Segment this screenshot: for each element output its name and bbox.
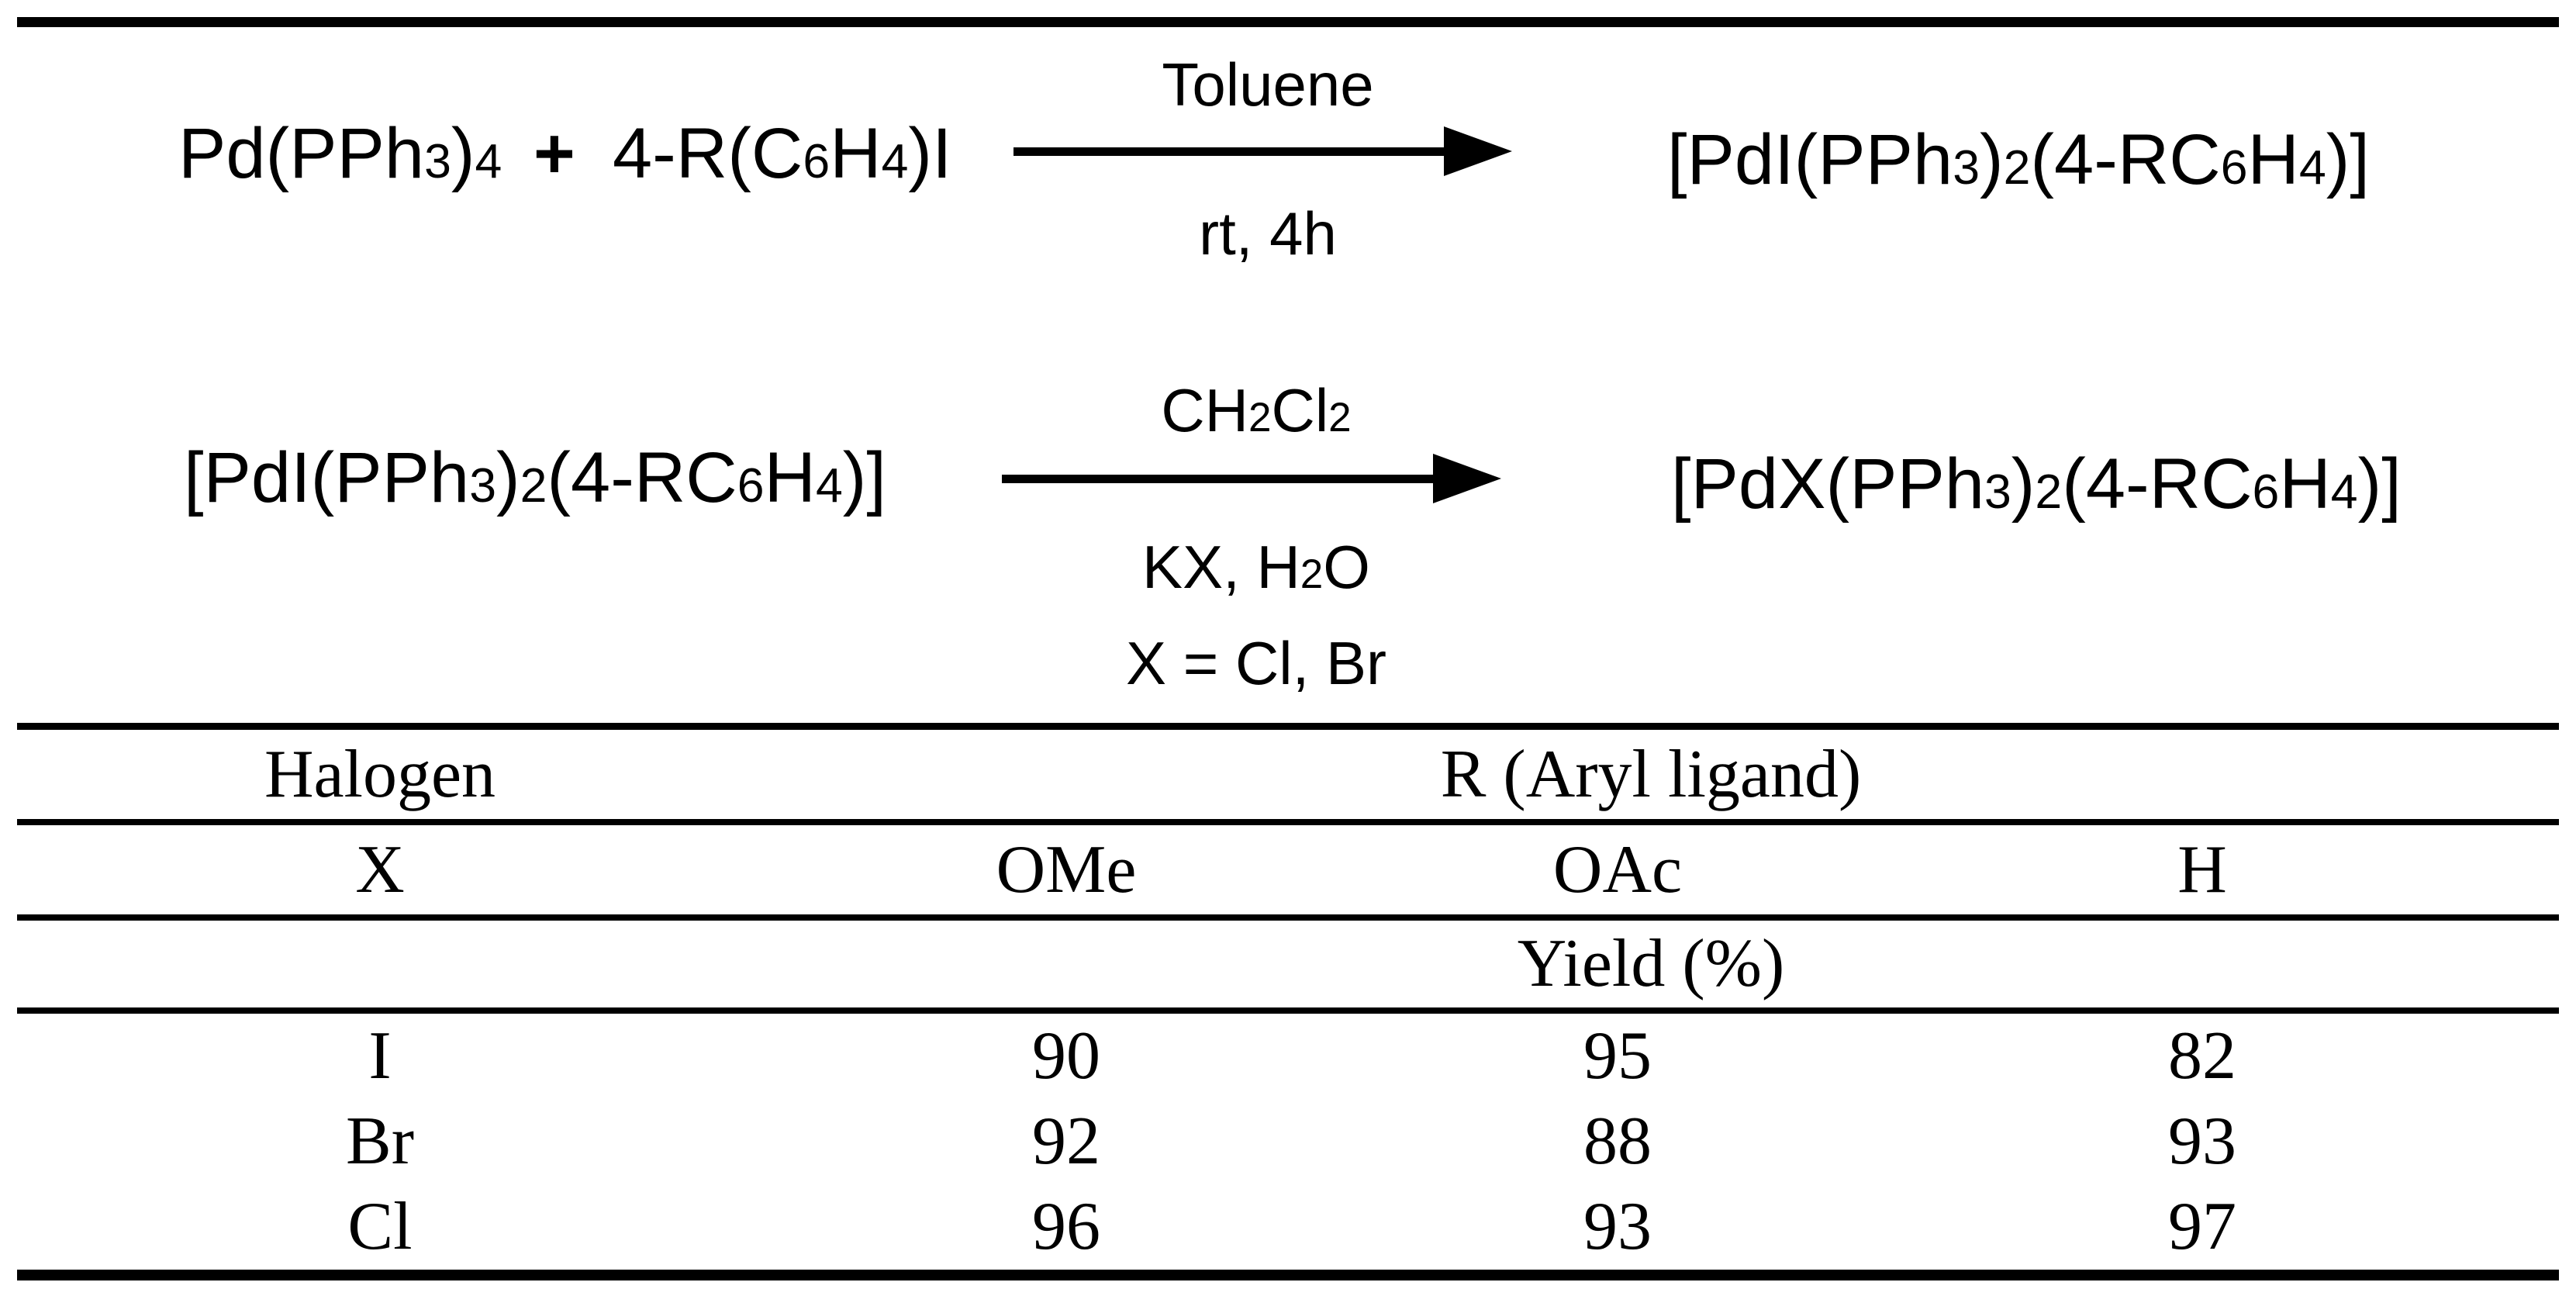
reaction2-solvent-label: CH2Cl2: [1161, 376, 1352, 444]
reaction1-reactant-aryl-iodide: 4-R(C6H4)I: [613, 114, 952, 193]
reaction2-reactant: [PdI(PPh3)2(4-RC6H4)]: [184, 438, 886, 517]
halogen-cell: I: [368, 1018, 392, 1094]
reaction1-reactant-pd-complex: Pd(PPh3)4: [178, 114, 502, 193]
table-row: I 90 95 82: [17, 1011, 2559, 1099]
yield-percent-label: Yield (%): [743, 918, 2559, 1014]
figure-top-rule: [17, 17, 2559, 27]
reaction1-conditions-label: rt, 4h: [1199, 199, 1337, 268]
table-header-row-substituents: X OMe OAc H: [17, 822, 2559, 921]
halogen-header: Halogen: [17, 726, 743, 825]
yield-cell: 82: [2168, 1018, 2236, 1094]
column-header-x: X: [17, 822, 743, 921]
yield-cell: 97: [2168, 1189, 2236, 1264]
yield-row-spacer: [17, 918, 743, 1014]
yield-label-row: Yield (%): [17, 918, 2559, 1014]
reaction2-arrow-head: [1433, 454, 1501, 503]
reaction2-product: [PdX(PPh3)2(4-RC6H4)]: [1671, 444, 2402, 524]
halogen-cell: Cl: [347, 1189, 413, 1264]
reaction1-product: [PdI(PPh3)2(4-RC6H4)]: [1667, 120, 2370, 199]
reaction1-solvent-label: Toluene: [1162, 50, 1374, 119]
yield-cell: 93: [2168, 1104, 2236, 1179]
plus-sign: +: [534, 114, 575, 193]
column-header-h: H: [1846, 822, 2559, 921]
yield-cell: 88: [1583, 1104, 1652, 1179]
reaction2-x-definition-label: X = Cl, Br: [1126, 629, 1386, 697]
reaction2-arrow-line: [1002, 475, 1435, 483]
yield-cell: 95: [1583, 1018, 1652, 1094]
yields-table: Halogen R (Aryl ligand) X OMe OAc H Yiel…: [17, 723, 2559, 1280]
aryl-ligand-header: R (Aryl ligand): [743, 726, 2559, 825]
yield-cell: 90: [1032, 1018, 1100, 1094]
yield-cell: 93: [1583, 1189, 1652, 1264]
reaction2-conditions-label: KX, H2O: [1142, 533, 1370, 601]
halogen-cell: Br: [346, 1104, 414, 1179]
column-header-ome: OMe: [743, 822, 1390, 921]
table-row: Br 92 88 93: [17, 1099, 2559, 1184]
table-header-row-halogen: Halogen R (Aryl ligand): [17, 726, 2559, 825]
yield-cell: 96: [1032, 1189, 1100, 1264]
reaction1-arrow-head: [1444, 126, 1512, 176]
column-header-oac: OAc: [1390, 822, 1846, 921]
reaction1-arrow-line: [1013, 147, 1446, 156]
table-row: Cl 96 93 97: [17, 1184, 2559, 1275]
yield-cell: 92: [1032, 1104, 1100, 1179]
